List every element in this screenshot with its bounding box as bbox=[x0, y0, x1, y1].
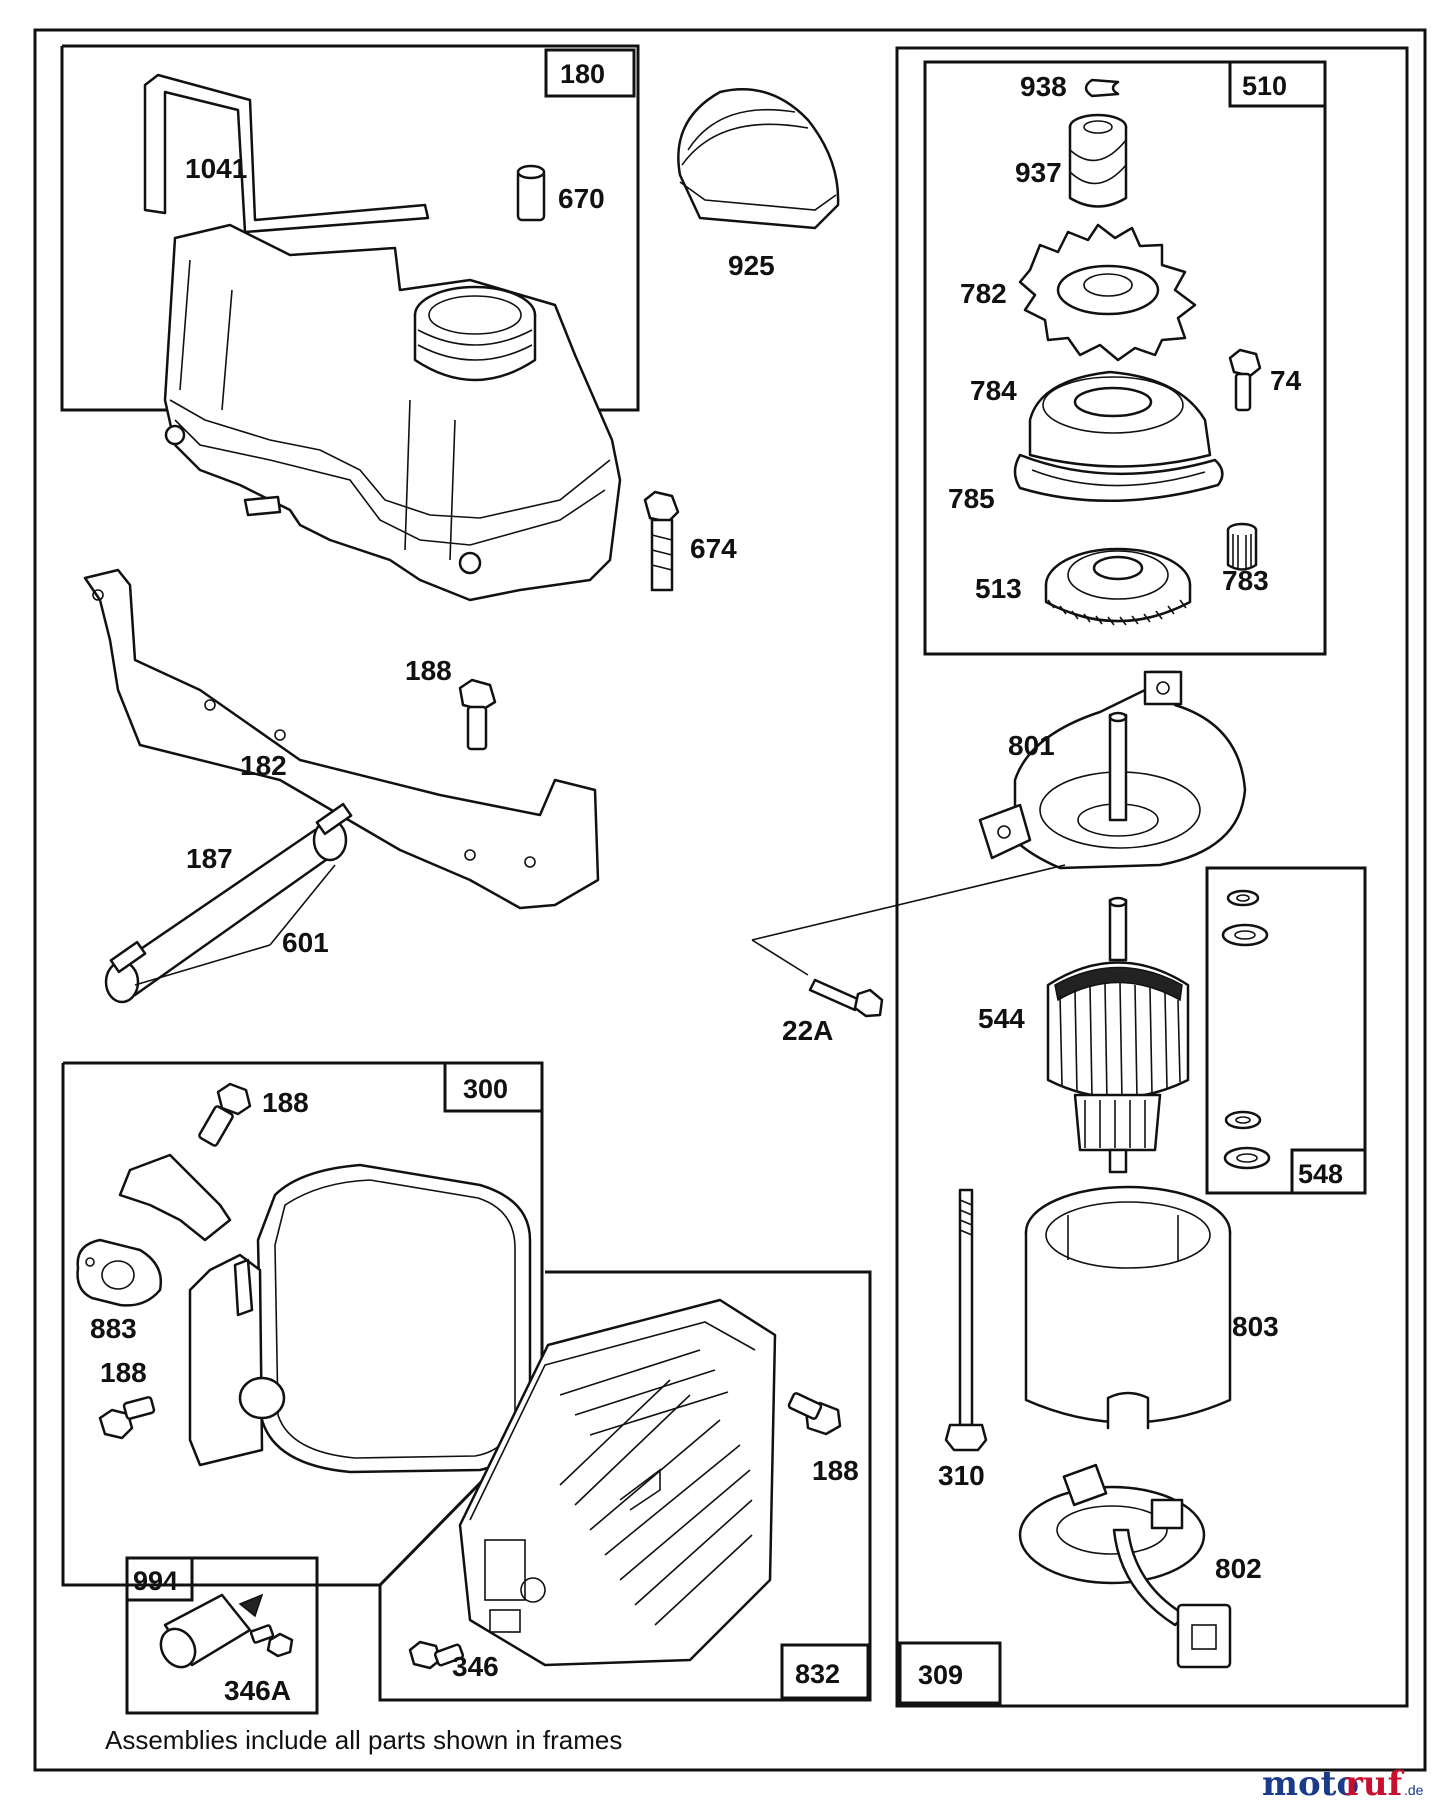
part-188-screw-b bbox=[198, 1082, 252, 1147]
frame-548: 548 bbox=[1205, 866, 1367, 1195]
part-938-clip bbox=[1084, 78, 1120, 98]
label-782: 782 bbox=[960, 278, 1007, 309]
part-22A-screw bbox=[808, 978, 884, 1018]
part-832-heat-shield bbox=[458, 1298, 777, 1667]
frame-510: 510 bbox=[923, 60, 1327, 656]
frame-label-548: 548 bbox=[1298, 1159, 1343, 1189]
part-801-end-cap bbox=[978, 670, 1247, 870]
label-188-b: 188 bbox=[262, 1087, 309, 1118]
label-883: 883 bbox=[90, 1313, 137, 1344]
label-187: 187 bbox=[186, 843, 233, 874]
part-513-ring-gear bbox=[1044, 547, 1192, 626]
part-925-cap bbox=[677, 88, 840, 230]
part-188-screw-d bbox=[787, 1392, 842, 1436]
part-782-gear bbox=[1018, 223, 1197, 362]
part-188-screw-c bbox=[98, 1396, 156, 1440]
part-670-bushing bbox=[516, 164, 546, 222]
frame-label-832: 832 bbox=[795, 1659, 840, 1689]
watermark-part2: ruf bbox=[1345, 1764, 1405, 1800]
part-1041-rod bbox=[143, 73, 430, 234]
label-74: 74 bbox=[1270, 365, 1302, 396]
label-803: 803 bbox=[1232, 1311, 1279, 1342]
label-801: 801 bbox=[1008, 730, 1055, 761]
watermark-part1: moto bbox=[1262, 1764, 1359, 1800]
label-938: 938 bbox=[1020, 71, 1067, 102]
leader-22A bbox=[751, 864, 1066, 976]
watermark-logo: moto ruf .de bbox=[1262, 1764, 1424, 1800]
part-muffler bbox=[118, 1153, 532, 1474]
label-22A: 22A bbox=[782, 1015, 833, 1046]
label-802: 802 bbox=[1215, 1553, 1262, 1584]
label-513: 513 bbox=[975, 573, 1022, 604]
part-544-armature bbox=[1046, 896, 1190, 1174]
frame-300: 300 bbox=[61, 1061, 544, 1587]
watermark-suffix: .de bbox=[1404, 1782, 1424, 1798]
label-785: 785 bbox=[948, 483, 995, 514]
frame-994: 994 bbox=[125, 1556, 319, 1715]
label-670: 670 bbox=[558, 183, 605, 214]
label-310: 310 bbox=[938, 1460, 985, 1491]
label-188-d: 188 bbox=[812, 1455, 859, 1486]
frame-label-300: 300 bbox=[463, 1074, 508, 1104]
label-784: 784 bbox=[970, 375, 1017, 406]
frame-label-994: 994 bbox=[133, 1566, 178, 1596]
part-310-through-bolt bbox=[944, 1188, 988, 1452]
part-803-housing bbox=[1024, 1185, 1232, 1430]
part-187-hose bbox=[104, 802, 353, 1004]
leader-601 bbox=[134, 864, 336, 986]
frame-label-180: 180 bbox=[560, 59, 605, 89]
label-188-a: 188 bbox=[405, 655, 452, 686]
label-346: 346 bbox=[452, 1651, 499, 1682]
label-544: 544 bbox=[978, 1003, 1025, 1034]
frame-832: 832 bbox=[378, 1270, 872, 1702]
part-783-pinion bbox=[1226, 522, 1258, 571]
label-601: 601 bbox=[282, 927, 329, 958]
label-674: 674 bbox=[690, 533, 737, 564]
label-937: 937 bbox=[1015, 157, 1062, 188]
label-346A: 346A bbox=[224, 1675, 291, 1706]
frame-label-510: 510 bbox=[1242, 71, 1287, 101]
label-182: 182 bbox=[240, 750, 287, 781]
part-188-screw-a bbox=[458, 678, 497, 751]
part-784-cover bbox=[1028, 370, 1212, 468]
part-674-bolt bbox=[643, 490, 680, 592]
label-783: 783 bbox=[1222, 565, 1269, 596]
label-925: 925 bbox=[728, 250, 775, 281]
label-1041: 1041 bbox=[185, 153, 247, 184]
part-182-bracket bbox=[83, 568, 600, 910]
part-883-gasket bbox=[76, 1238, 163, 1307]
label-188-c: 188 bbox=[100, 1357, 147, 1388]
part-346-screw bbox=[408, 1640, 465, 1670]
outer-border bbox=[33, 28, 1427, 1772]
part-785-gasket bbox=[1013, 453, 1224, 503]
part-fuel-tank bbox=[163, 223, 622, 602]
frame-180: 180 bbox=[60, 44, 640, 412]
footnote: Assemblies include all parts shown in fr… bbox=[105, 1725, 622, 1755]
frame-label-309: 309 bbox=[918, 1660, 963, 1690]
part-937-spiral bbox=[1068, 113, 1128, 208]
part-802-brush-plate bbox=[1018, 1463, 1232, 1669]
part-74-screw bbox=[1228, 348, 1262, 412]
frame-309: 309 bbox=[895, 46, 1409, 1708]
